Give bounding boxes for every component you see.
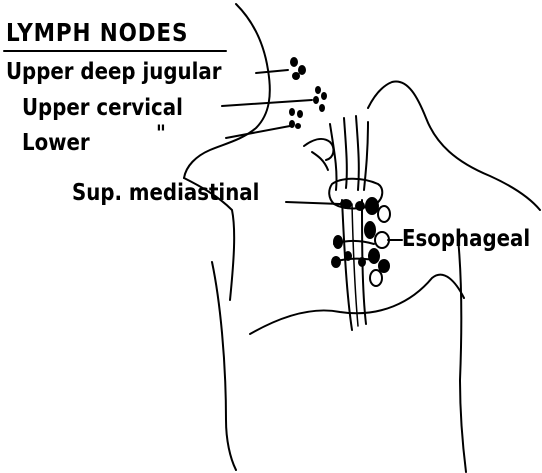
esophagus-left-wall — [342, 200, 352, 330]
leader-upper-cervical — [222, 100, 312, 106]
torso-left — [212, 262, 236, 470]
label-upper-deep-jugular: Upper deep jugular — [6, 61, 221, 84]
neck-outline-left — [184, 4, 270, 178]
leader-lower — [226, 126, 290, 138]
label-lower: Lower — [22, 132, 90, 155]
torso-right — [458, 238, 466, 472]
diagram-title: LYMPH NODES — [6, 20, 188, 45]
esophagus-inner — [352, 204, 358, 326]
label-lower-ditto: " — [156, 124, 166, 146]
leader-upper-deep-jugular — [256, 70, 288, 73]
label-upper-cervical: Upper cervical — [22, 97, 183, 120]
upper-deep-jugular-nodes — [290, 57, 306, 80]
tongue-curl — [304, 139, 333, 170]
label-esophageal: Esophageal — [402, 228, 530, 251]
neck-outline-right — [368, 81, 540, 210]
label-sup-mediastinal: Sup. mediastinal — [72, 182, 259, 205]
lower-cervical-nodes — [289, 120, 301, 129]
